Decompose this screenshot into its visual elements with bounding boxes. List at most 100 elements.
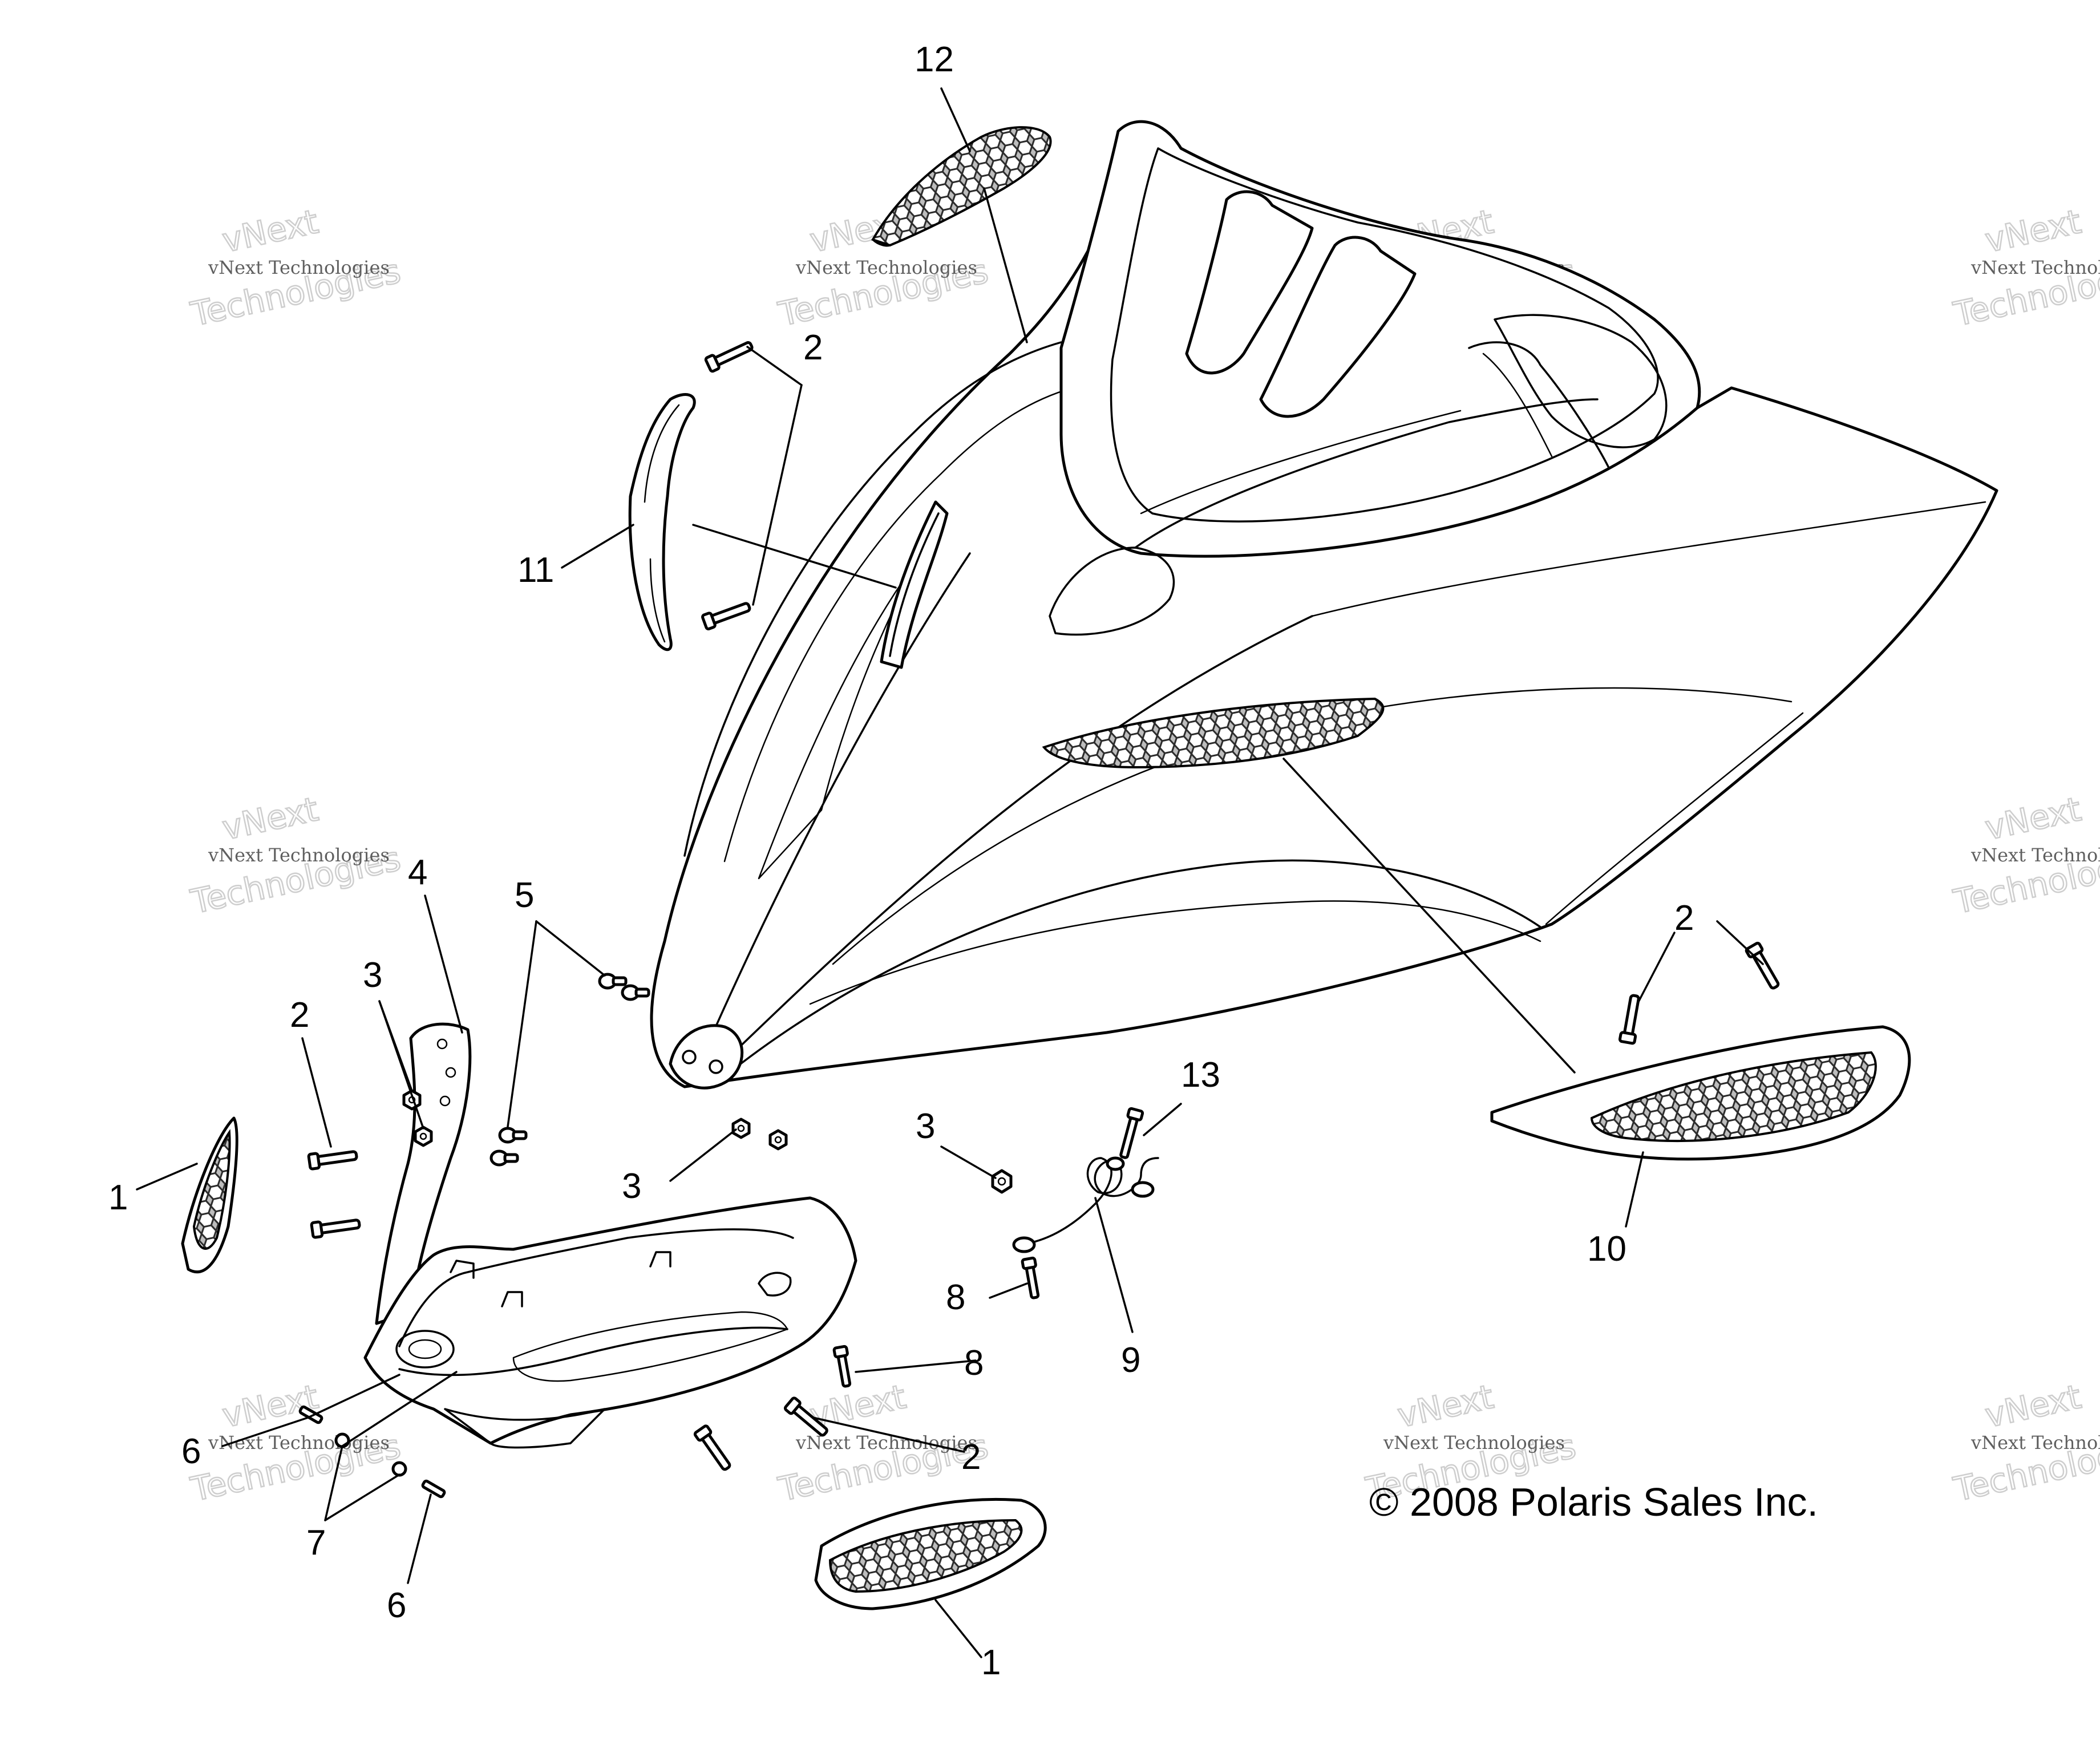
bumper-tow-hole — [395, 1330, 455, 1369]
callout-11: 11 — [517, 550, 554, 590]
connector — [1106, 1156, 1125, 1171]
svg-text:vNext: vNext — [1982, 790, 2085, 848]
hood-ridge-left — [701, 552, 971, 1059]
rivet — [310, 1218, 361, 1239]
screw — [421, 1479, 446, 1499]
bumper-skid — [444, 1408, 606, 1449]
part-12-upper-vent — [871, 126, 1052, 247]
windshield-inner-frame — [1110, 147, 1659, 523]
watermark-label: vNext Technologies — [208, 257, 390, 278]
svg-text:vNext: vNext — [219, 202, 322, 260]
callout-2: 2 — [290, 995, 309, 1035]
part-1-left-reflector — [181, 1116, 238, 1274]
callout-3: 3 — [916, 1107, 935, 1146]
bumper-recess — [512, 1311, 788, 1382]
bumper-inner-rim — [398, 1228, 794, 1347]
bumper-mount-bracket — [375, 1022, 472, 1325]
nut — [991, 1169, 1013, 1194]
nut — [768, 1129, 788, 1151]
hood-assembly — [650, 120, 1998, 1090]
windshield-vent-right — [1259, 236, 1417, 418]
washer — [334, 1432, 350, 1448]
nut — [731, 1118, 751, 1139]
bumper-tab — [501, 1291, 523, 1307]
rivet — [1618, 994, 1640, 1045]
watermark-label: vNext Technologies — [795, 1432, 977, 1454]
connector — [1012, 1236, 1036, 1253]
callout-3: 3 — [363, 956, 382, 995]
bumper-tab — [649, 1251, 671, 1268]
hood-bodyline — [718, 859, 1541, 1082]
hood-side-intake — [1042, 697, 1385, 769]
hood-nose-cap — [669, 1024, 744, 1090]
rivet — [307, 1150, 358, 1171]
watermark-label: vNext Technologies — [1970, 844, 2100, 866]
dash-panel-lower — [1140, 410, 1462, 515]
windshield-vent-left — [1185, 190, 1314, 375]
bumper-tab — [450, 1260, 475, 1279]
svg-text:vNext: vNext — [1982, 202, 2085, 260]
callout-3: 3 — [622, 1167, 641, 1206]
callout-9: 9 — [1121, 1341, 1140, 1380]
front-bumper-assembly — [363, 1022, 857, 1449]
nose-rivet — [682, 1050, 697, 1064]
svg-text:vNext: vNext — [219, 790, 322, 848]
callout-8: 8 — [964, 1343, 984, 1383]
hood-left-vent-slot — [889, 512, 940, 657]
svg-text:vNext: vNext — [1394, 1377, 1497, 1435]
hood-right-panel-3 — [1545, 712, 1804, 925]
callout-10: 10 — [1587, 1229, 1626, 1269]
pin — [498, 1127, 528, 1144]
watermark-label: vNext Technologies — [1383, 1432, 1565, 1454]
watermark-label: vNext Technologies — [1970, 1432, 2100, 1454]
pin — [598, 973, 628, 990]
callout-4: 4 — [408, 853, 427, 892]
dash-panel — [1134, 398, 1599, 549]
right-side-bracket-2 — [1482, 353, 1553, 458]
callouts: 12 2 11 4 5 3 2 1 3 3 13 2 10 8 9 8 2 6 … — [108, 40, 1694, 1682]
hood-ridge-right — [712, 615, 1313, 1074]
screw — [832, 1345, 852, 1388]
front-bumper — [363, 1196, 857, 1445]
bumper-clip — [758, 1272, 792, 1297]
callout-12: 12 — [915, 40, 954, 79]
right-vent-mesh — [1590, 1051, 1877, 1142]
part-10-right-vent — [1490, 1025, 1911, 1161]
part-1-lower-vent — [814, 1497, 1047, 1610]
callout-6: 6 — [387, 1586, 406, 1625]
callout-2: 2 — [1674, 898, 1694, 938]
leader-lines — [136, 87, 1764, 1658]
nose-rivet — [709, 1059, 723, 1074]
watermark-label: vNext Technologies — [1970, 257, 2100, 278]
svg-text:vNext: vNext — [1982, 1377, 2085, 1435]
upper-vent-grille — [871, 126, 1052, 247]
callout-13: 13 — [1181, 1055, 1220, 1095]
side-trim-panel — [628, 393, 696, 651]
bumper-lower-rim — [398, 1326, 788, 1377]
part-11-side-trim — [628, 393, 696, 651]
watermark-label: vNext Technologies — [208, 844, 390, 866]
lower-vent-mesh — [828, 1519, 1023, 1593]
callout-8: 8 — [946, 1278, 965, 1317]
pin — [489, 1149, 519, 1167]
rivet — [1745, 941, 1780, 990]
wire-harness — [1026, 1157, 1159, 1245]
screw — [1021, 1256, 1040, 1299]
screw — [1119, 1107, 1144, 1159]
pin — [621, 984, 650, 1001]
hood-bodyline-lower — [809, 900, 1541, 1005]
callout-2: 2 — [961, 1438, 981, 1477]
hood-left-vent — [880, 500, 949, 669]
hood-side-contour — [683, 341, 1062, 857]
callout-6: 6 — [181, 1432, 201, 1471]
hood-side-contour-inner — [723, 387, 1074, 863]
dash-vent-pocket — [1049, 546, 1175, 636]
hardware — [298, 341, 1780, 1499]
washer — [391, 1461, 407, 1477]
rivet — [701, 602, 751, 631]
rivet — [693, 1424, 731, 1471]
callout-5: 5 — [515, 876, 534, 915]
nut — [414, 1126, 433, 1147]
svg-text:vNext: vNext — [219, 1377, 322, 1435]
